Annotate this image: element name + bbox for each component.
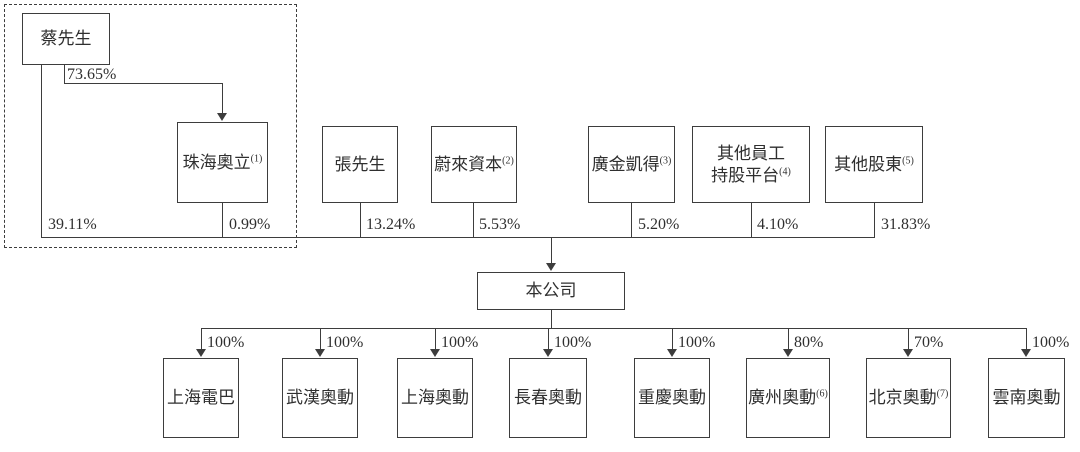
node-label-line1: 其他員工	[716, 144, 785, 164]
connector-bus-to-company	[551, 237, 552, 265]
node-wuhan-aodong: 武漢奧動	[282, 358, 358, 438]
node-shanghai-dianba: 上海電巴	[163, 358, 239, 438]
ownership-label-cai-zhuhai: 73.65%	[67, 66, 117, 83]
node-label-text: 其他股東	[834, 154, 903, 174]
connector-cai-across	[64, 83, 223, 84]
ownership-label-sub-4: 100%	[554, 334, 592, 351]
arrowhead-company	[546, 263, 556, 271]
ownership-label-zhuhai-company: 0.99%	[229, 216, 271, 233]
footnote-marker: (5)	[902, 155, 914, 167]
arrowhead-sub-7	[903, 349, 913, 357]
ownership-label-sub-8: 100%	[1032, 334, 1070, 351]
arrowhead-sub-5	[667, 349, 677, 357]
connector-nio-to-bus	[473, 203, 474, 237]
arrowhead-sub-3	[430, 349, 440, 357]
ownership-label-sub-1: 100%	[207, 334, 245, 351]
connector-sub-2	[320, 328, 321, 350]
ownership-label-employee-company: 4.10%	[757, 216, 799, 233]
arrowhead-sub-1	[196, 349, 206, 357]
connector-sub-4	[548, 328, 549, 350]
node-label: 北京奧動(7)	[869, 387, 949, 408]
footnote-marker: (4)	[779, 165, 791, 177]
connector-sub-3	[435, 328, 436, 350]
node-label: 上海奧動	[401, 388, 469, 408]
lower-bus-line	[201, 328, 1026, 329]
node-label-text: 北京奧動	[868, 388, 937, 408]
node-changchun-aodong: 長春奧動	[509, 358, 587, 438]
node-label: 上海電巴	[167, 388, 235, 408]
connector-into-zhuhai	[222, 83, 223, 115]
arrowhead-sub-2	[315, 349, 325, 357]
node-label: 珠海奧立(1)	[183, 152, 263, 173]
ownership-label-guangjin-company: 5.20%	[638, 216, 680, 233]
ownership-label-sub-3: 100%	[441, 334, 479, 351]
arrowhead-sub-4	[543, 349, 553, 357]
node-label-text: 珠海奧立	[182, 152, 251, 172]
node-label-text: 蔚來資本	[434, 154, 503, 174]
node-guangjin-kaide: 廣金凱得(3)	[588, 126, 675, 203]
footnote-marker: (3)	[659, 155, 672, 167]
node-label: 長春奧動	[514, 388, 582, 408]
node-mr-cai: 蔡先生	[22, 13, 110, 65]
connector-zhang-to-bus	[360, 203, 361, 237]
connector-cai-to-bus	[41, 65, 42, 237]
node-label: 雲南奧動	[992, 388, 1061, 408]
ownership-label-sub-7: 70%	[914, 334, 944, 351]
connector-sub-7	[908, 328, 909, 350]
ownership-label-sub-5: 100%	[678, 334, 716, 351]
connector-cai-down	[64, 65, 65, 83]
controlling-group-outline	[4, 4, 297, 248]
node-label: 武漢奧動	[286, 388, 354, 408]
node-label: 本公司	[525, 281, 577, 301]
connector-sub-6	[788, 328, 789, 350]
ownership-label-sub-2: 100%	[326, 334, 364, 351]
node-company: 本公司	[477, 272, 625, 310]
ownership-label-nio-company: 5.53%	[479, 216, 521, 233]
footnote-marker: (2)	[502, 155, 514, 167]
footnote-marker: (6)	[816, 388, 828, 400]
node-employee-platform: 其他員工 持股平台(4)	[692, 126, 810, 203]
node-beijing-aodong: 北京奧動(7)	[866, 358, 951, 438]
arrowhead-sub-8	[1021, 349, 1031, 357]
ownership-label-cai-company: 39.11%	[48, 216, 97, 233]
node-label-line2: 持股平台	[711, 165, 780, 185]
node-label: 廣州奧動(6)	[748, 387, 828, 408]
node-label: 重慶奧動	[638, 388, 706, 408]
node-other-shareholders: 其他股東(5)	[825, 126, 923, 203]
node-nio-capital: 蔚來資本(2)	[431, 126, 517, 203]
node-guangzhou-aodong: 廣州奧動(6)	[746, 358, 830, 438]
connector-company-to-lower-bus	[551, 310, 552, 328]
node-label-text: 廣金凱得	[591, 154, 660, 174]
arrowhead-sub-6	[783, 349, 793, 357]
ownership-label-others-company: 31.83%	[881, 216, 931, 233]
node-label: 張先生	[334, 154, 386, 174]
ownership-label-zhang-company: 13.24%	[366, 216, 416, 233]
ownership-label-sub-6: 80%	[794, 334, 824, 351]
connector-sub-5	[672, 328, 673, 350]
connector-employee-to-bus	[751, 203, 752, 237]
arrowhead-zhuhai	[217, 113, 227, 121]
node-yunnan-aodong: 雲南奧動	[988, 358, 1065, 438]
upper-bus-line	[41, 237, 875, 238]
connector-sub-8	[1026, 328, 1027, 350]
node-mr-zhang: 張先生	[322, 126, 398, 203]
node-label: 其他員工 持股平台(4)	[711, 143, 791, 186]
connector-guangjin-to-bus	[631, 203, 632, 237]
node-label: 廣金凱得(3)	[592, 154, 672, 175]
connector-others-to-bus	[874, 203, 875, 237]
connector-sub-1	[201, 328, 202, 350]
node-label-text: 廣州奧動	[748, 388, 817, 408]
node-label: 蔡先生	[40, 29, 92, 49]
footnote-marker: (1)	[250, 153, 263, 165]
node-zhuhai-aoli: 珠海奧立(1)	[177, 122, 268, 203]
footnote-marker: (7)	[936, 388, 949, 400]
node-label: 蔚來資本(2)	[434, 154, 514, 175]
node-label: 其他股東(5)	[834, 154, 914, 175]
node-shanghai-aodong: 上海奧動	[397, 358, 473, 438]
node-chongqing-aodong: 重慶奧動	[634, 358, 710, 438]
connector-zhuhai-to-bus	[222, 203, 223, 237]
